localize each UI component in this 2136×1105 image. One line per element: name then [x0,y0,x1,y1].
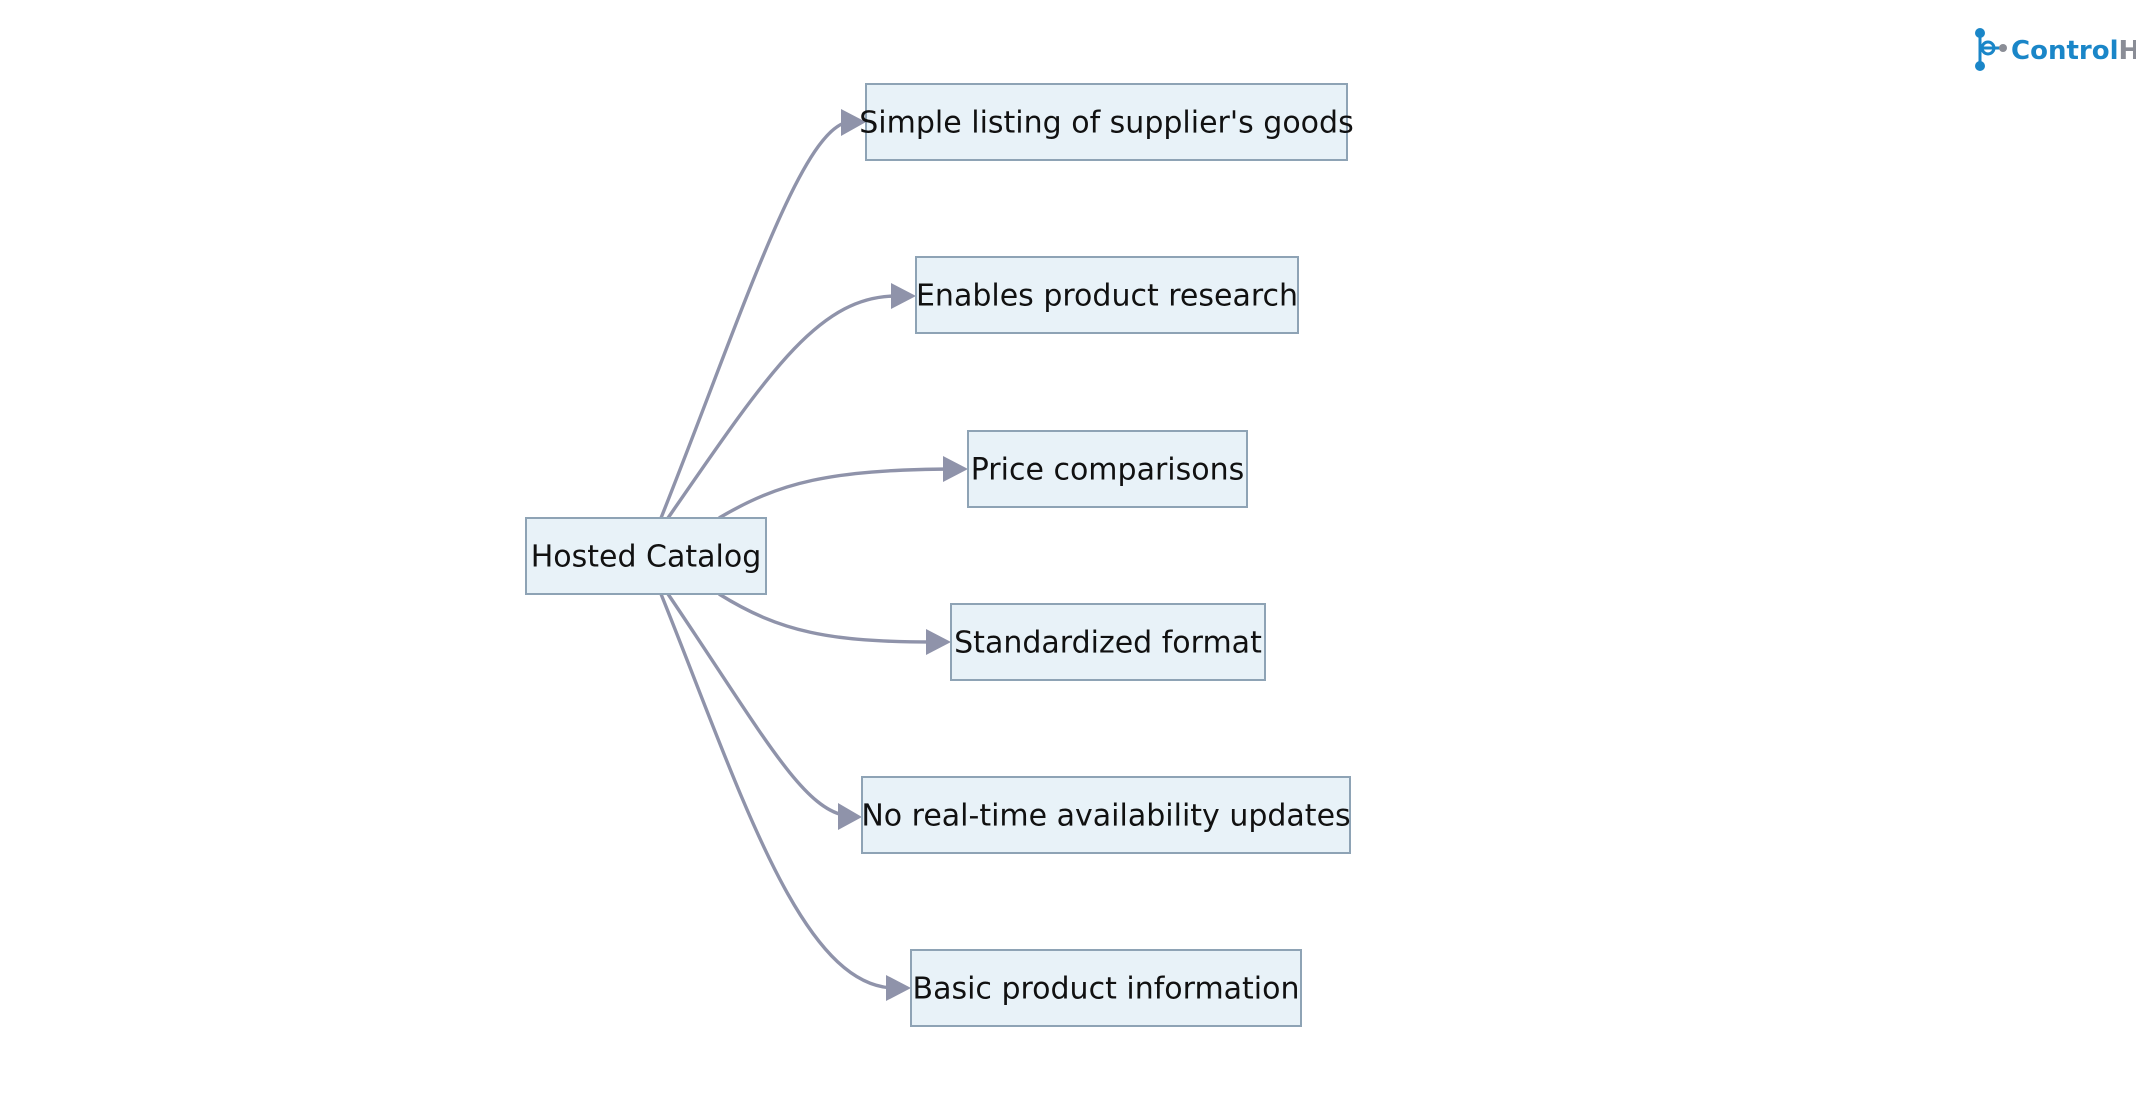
network-icon [1975,28,2007,71]
child-node: Enables product research [915,256,1299,334]
edge-root-to-child-4 [666,593,844,817]
edge-root-to-child-1 [666,294,899,519]
arrowhead-2 [943,456,968,482]
edge-root-to-child-5 [659,593,894,990]
svg-text:ControlHub: ControlHub [2011,36,2136,66]
child-node-label: Enables product research [916,279,1298,314]
arrowhead-1 [891,283,916,309]
edges [659,109,968,1001]
logo-text-control: Control [2011,36,2118,66]
child-node: Simple listing of supplier's goods [859,83,1354,161]
arrowhead-0 [841,109,866,136]
arrowhead-5 [886,975,911,1001]
child-node-label: Basic product information [912,972,1299,1007]
root-node-label: Hosted Catalog [531,540,762,575]
child-node: Basic product information [910,949,1302,1027]
child-node-label: Simple listing of supplier's goods [859,106,1353,141]
controlhub-logo: ControlHub [1975,28,2136,71]
root-node: Hosted Catalog [525,517,767,595]
arrowhead-4 [838,803,862,830]
child-node: Standardized format [950,603,1266,681]
child-node-label: No real-time availability updates [861,799,1350,834]
child-node: No real-time availability updates [861,776,1351,854]
arrowhead-3 [926,629,951,655]
logo-text-hub: Hub [2118,36,2136,66]
edge-root-to-child-0 [659,120,849,519]
child-node: Price comparisons [967,430,1248,508]
child-node-label: Standardized format [954,626,1262,661]
child-node-label: Price comparisons [971,453,1245,488]
edge-root-to-child-3 [718,592,934,644]
edge-root-to-child-2 [718,467,951,520]
